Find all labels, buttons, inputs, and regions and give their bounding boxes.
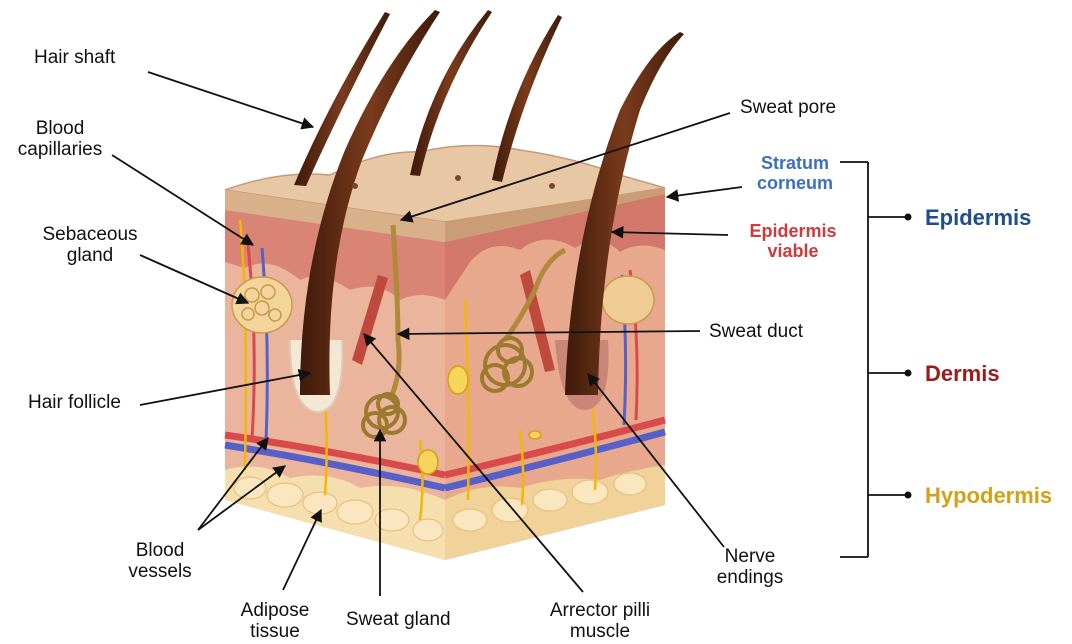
label-epidermis-viable: Epidermis viable xyxy=(738,221,848,261)
skin-block xyxy=(225,10,684,560)
label-adipose-tissue: Adipose tissue xyxy=(225,600,325,642)
label-sweat-duct: Sweat duct xyxy=(709,321,803,342)
label-hair-shaft: Hair shaft xyxy=(34,47,115,68)
label-blood-capillaries: Blood capillaries xyxy=(10,118,110,160)
label-sebaceous-gland: Sebaceous gland xyxy=(40,224,140,266)
label-nerve-endings: Nerve endings xyxy=(700,546,800,588)
label-arrector-pilli-muscle: Arrector pilli muscle xyxy=(530,600,670,642)
label-blood-vessels: Blood vessels xyxy=(115,540,205,582)
layer-dermis: Dermis xyxy=(925,361,1000,387)
bracket-dots xyxy=(905,214,912,499)
sebaceous-gland-right xyxy=(602,276,654,324)
layer-hypodermis: Hypodermis xyxy=(925,483,1052,509)
label-sweat-gland: Sweat gland xyxy=(346,609,451,630)
layer-bracket xyxy=(840,162,908,557)
layer-epidermis: Epidermis xyxy=(925,205,1031,231)
label-hair-follicle: Hair follicle xyxy=(28,392,121,413)
label-stratum-corneum: Stratum corneum xyxy=(745,153,845,193)
label-sweat-pore: Sweat pore xyxy=(740,97,836,118)
sebaceous-gland-shape xyxy=(232,277,292,333)
